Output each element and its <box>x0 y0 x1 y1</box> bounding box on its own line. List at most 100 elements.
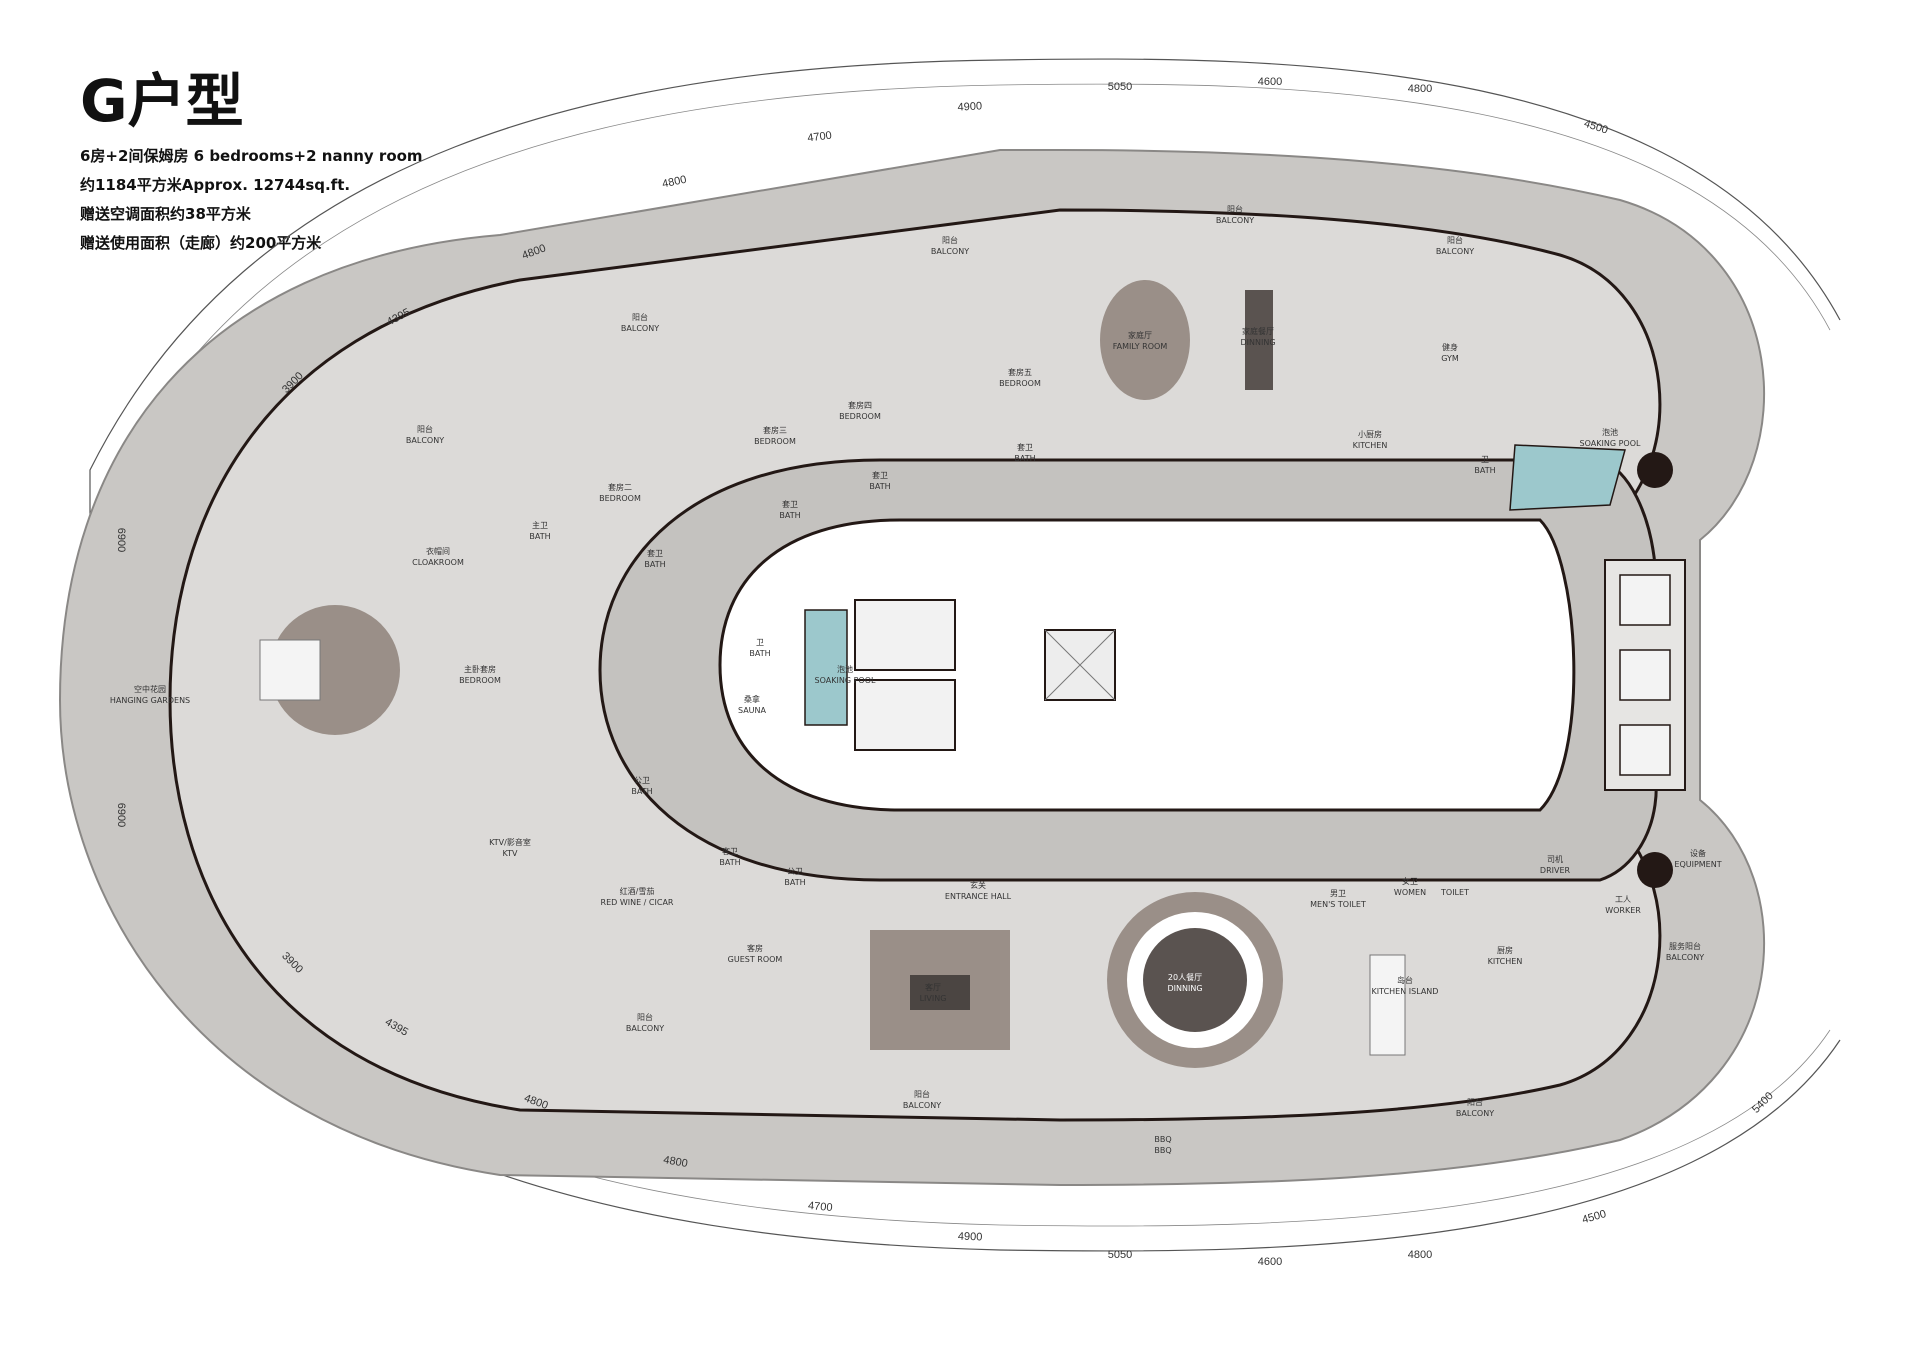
dim-left-4: 6900 <box>115 803 127 827</box>
spec-line-rooms: 6房+2间保姆房 6 bedrooms+2 nanny room <box>80 147 423 165</box>
room-en-bath-public-2: BATH <box>784 878 805 887</box>
room-en-gym: GYM <box>1441 354 1459 363</box>
dim-top-3: 4700 <box>807 130 833 145</box>
core-soaking-pool <box>804 609 848 726</box>
room-zh-dinning-main: 20人餐厅 <box>1168 973 1202 982</box>
lift-car-2 <box>1619 649 1671 701</box>
room-en-worker: WORKER <box>1605 906 1641 915</box>
room-en-soaking-pool-top: SOAKING POOL <box>1580 439 1641 448</box>
room-en-equipment: EQUIPMENT <box>1674 860 1721 869</box>
room-en-bedroom-5: BEDROOM <box>999 379 1041 388</box>
room-zh-balcony-left: 阳台 <box>417 424 433 434</box>
dim-left-3: 6900 <box>115 528 127 552</box>
room-zh-equipment: 设备 <box>1690 848 1706 858</box>
stair-block-2 <box>854 679 956 751</box>
room-en-bath-top-2: BATH <box>1014 454 1035 463</box>
dim-bottom-4: 4900 <box>958 1231 983 1244</box>
room-en-men-toilet: MEN'S TOILET <box>1310 900 1366 909</box>
room-en-bedroom-4: BEDROOM <box>839 412 881 421</box>
room-zh-soaking-pool-core: 泡池 <box>837 664 853 674</box>
room-en-dinning-main: DINNING <box>1167 984 1202 993</box>
room-en-bath-guest: BATH <box>719 858 740 867</box>
room-zh-balcony-top-4: 阳台 <box>1447 235 1463 245</box>
room-zh-bath-main: 主卫 <box>532 520 548 530</box>
room-zh-driver: 司机 <box>1547 854 1563 864</box>
room-zh-hanging-gardens: 空中花园 <box>134 684 166 694</box>
room-zh-entrance-hall: 玄关 <box>970 880 986 890</box>
room-en-dinning-top: DINNING <box>1240 338 1275 347</box>
room-en-kitchen-island: KITCHEN ISLAND <box>1372 987 1439 996</box>
master-bed <box>259 639 321 701</box>
room-en-balcony-bottom-3: BALCONY <box>1456 1109 1494 1118</box>
room-en-bedroom-2: BEDROOM <box>599 494 641 503</box>
room-en-bath-top-1: BATH <box>1474 466 1495 475</box>
room-zh-bath-top-1: 卫 <box>1481 455 1489 464</box>
dim-bottom-3: 4700 <box>808 1200 833 1214</box>
room-zh-bath-sauna: 卫 <box>756 638 764 647</box>
spec-line-ac-area: 赠送空调面积约38平方米 <box>80 205 251 223</box>
room-zh-gym: 健身 <box>1442 342 1458 352</box>
room-labels: 阳台 BALCONY 阳台 BALCONY 阳台 BALCONY 阳台 BALC… <box>110 204 1722 1155</box>
dim-bottom-2: 4800 <box>662 1154 688 1170</box>
dim-bottom-7: 4800 <box>1408 1249 1432 1261</box>
room-zh-guest-room: 客房 <box>747 943 763 953</box>
room-zh-worker: 工人 <box>1615 895 1631 904</box>
spec-line-corridor-area: 赠送使用面积（走廊）约200平方米 <box>80 234 322 252</box>
plan-header: G户型 6房+2间保姆房 6 bedrooms+2 nanny room 约11… <box>80 72 600 262</box>
room-zh-living: 客厅 <box>925 982 941 992</box>
room-zh-soaking-pool-top: 泡池 <box>1602 427 1618 437</box>
room-en-family-room: FAMILY ROOM <box>1113 342 1168 351</box>
dim-bottom-5: 5050 <box>1108 1249 1132 1261</box>
living-table <box>910 975 970 1010</box>
room-en-balcony-top-2: BALCONY <box>931 247 969 256</box>
room-zh-bedroom-5: 套房五 <box>1008 367 1032 377</box>
room-zh-bedroom-4: 套房四 <box>848 400 872 410</box>
room-zh-balcony-bottom-1: 阳台 <box>637 1012 653 1022</box>
room-en-balcony-top-1: BALCONY <box>621 324 659 333</box>
room-en-balcony-left: BALCONY <box>406 436 444 445</box>
dim-bottom-6: 4600 <box>1258 1256 1282 1268</box>
room-en-bath-sauna: BATH <box>749 649 770 658</box>
room-en-balcony-top-3: BALCONY <box>1216 216 1254 225</box>
room-en-ktv: KTV <box>503 849 519 858</box>
dim-top-7: 4800 <box>1408 83 1432 95</box>
room-en-bbq: BBQ <box>1154 1146 1171 1155</box>
elevator-cross-2 <box>1044 629 1116 701</box>
room-zh-master-bedroom: 主卧套房 <box>464 664 496 674</box>
room-zh-kitchen-island: 岛台 <box>1397 975 1413 985</box>
room-en-women-toilet: WOMEN <box>1394 888 1426 897</box>
page-title: G户型 <box>80 67 244 135</box>
room-zh-bath-top-5: 套卫 <box>647 548 663 558</box>
room-en-balcony-bottom-2: BALCONY <box>903 1101 941 1110</box>
room-zh-kitchen: 厨房 <box>1497 945 1513 955</box>
room-en-driver: DRIVER <box>1540 866 1571 875</box>
dining-table-top <box>1245 290 1273 390</box>
room-zh-men-toilet: 男卫 <box>1330 889 1346 898</box>
room-zh-balcony-top-2: 阳台 <box>942 235 958 245</box>
room-zh-dinning-top: 家庭餐厅 <box>1242 326 1274 336</box>
room-zh-balcony-top-1: 阳台 <box>632 312 648 322</box>
room-en-red-wine: RED WINE / CICAR <box>601 898 674 907</box>
kitchen-island-counter <box>1369 954 1406 1056</box>
room-en-living: LIVING <box>920 994 947 1003</box>
room-zh-bath-top-4: 套卫 <box>782 499 798 509</box>
lift-car-3 <box>1619 724 1671 776</box>
room-en-sauna: SAUNA <box>738 706 767 715</box>
dim-top-4: 4900 <box>957 100 982 113</box>
room-zh-family-room: 家庭厅 <box>1128 330 1152 340</box>
room-zh-balcony-bottom-3: 阳台 <box>1467 1097 1483 1107</box>
stair-block-1 <box>854 599 956 671</box>
room-zh-public-bath: 公卫 <box>634 776 650 785</box>
room-en-kitchen: KITCHEN <box>1488 957 1523 966</box>
top-soaking-pool <box>1509 444 1626 511</box>
room-zh-ktv: KTV/影音室 <box>489 837 531 847</box>
room-zh-bath-top-3: 套卫 <box>872 470 888 480</box>
structural-column-bottom-right <box>1637 852 1673 888</box>
room-en-balcony-bottom-1: BALCONY <box>626 1024 664 1033</box>
room-en-bedroom-3: BEDROOM <box>754 437 796 446</box>
dim-top-8: 4500 <box>1582 118 1609 137</box>
dim-bottom-8: 4500 <box>1581 1208 1608 1226</box>
room-en-cloakroom: CLOAKROOM <box>412 558 464 567</box>
room-en-balcony-top-4: BALCONY <box>1436 247 1474 256</box>
